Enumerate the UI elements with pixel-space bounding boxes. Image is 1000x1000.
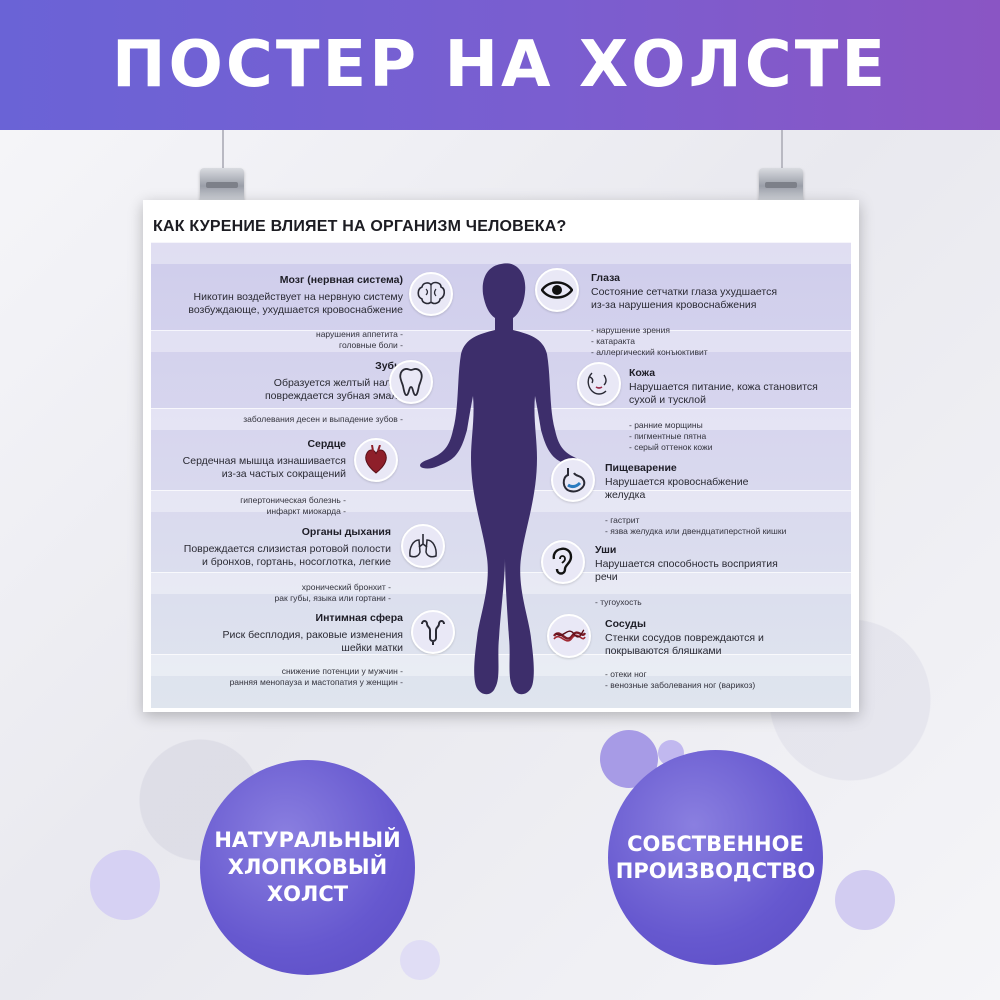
consequence: - аллергический конъюктивит: [591, 347, 708, 357]
section-vessels: Сосуды Стенки сосудов повреждаются и пок…: [605, 618, 855, 691]
eye-icon: [535, 268, 579, 312]
row-band: [151, 242, 851, 264]
section-desc: речи: [595, 570, 618, 583]
clip-icon: [759, 168, 803, 204]
section-title: Глаза: [591, 272, 620, 284]
section-desc: из-за нарушения кровоснабжения: [591, 298, 757, 311]
section-brain: Мозг (нервная система) Никотин воздейств…: [151, 274, 403, 351]
consequence: - нарушение зрения: [591, 325, 670, 335]
section-desc: из-за частых сокращений: [221, 467, 346, 480]
badge-line: СОБСТВЕННОЕ: [627, 831, 804, 856]
section-desc: Стенки сосудов повреждаются и: [605, 632, 764, 644]
badge-line: НАТУРАЛЬНЫЙ: [214, 828, 401, 852]
poster-title: КАК КУРЕНИЕ ВЛИЯЕТ НА ОРГАНИЗМ ЧЕЛОВЕКА?: [153, 218, 567, 235]
section-title: Сосуды: [605, 618, 646, 630]
section-title: Пищеварение: [605, 462, 677, 474]
section-desc: и бронхов, гортань, носоглотка, легкие: [201, 555, 391, 568]
section-title: Уши: [595, 544, 617, 556]
decor-circle: [835, 870, 895, 930]
section-eyes: Глаза Состояние сетчатки глаза ухудшаетс…: [591, 272, 851, 358]
section-desc: Никотин воздействует на нервную систему: [193, 291, 403, 303]
vessels-icon: [547, 614, 591, 658]
badge-natural-canvas: НАТУРАЛЬНЫЙ ХЛОПКОВЫЙ ХОЛСТ: [200, 760, 415, 975]
banner: ПОСТЕР НА ХОЛСТЕ: [0, 0, 1000, 130]
section-digestion: Пищеварение Нарушается кровоснабжение же…: [605, 462, 855, 537]
consequence: заболевания десен и выпадение зубов -: [243, 414, 403, 424]
section-title: Интимная сфера: [315, 612, 403, 624]
consequence: - язва желудка или двендцатиперстной киш…: [605, 526, 787, 536]
ear-icon: [541, 540, 585, 584]
decor-circle: [400, 940, 440, 980]
heart-icon: [354, 438, 398, 482]
skin-icon: [577, 362, 621, 406]
consequence: - тугоухость: [595, 597, 642, 607]
section-teeth: Зубы Образуется желтый налет, повреждает…: [151, 360, 403, 425]
stomach-icon: [551, 458, 595, 502]
poster: КАК КУРЕНИЕ ВЛИЯЕТ НА ОРГАНИЗМ ЧЕЛОВЕКА?…: [143, 200, 859, 712]
section-ears: Уши Нарушается способность восприятия ре…: [595, 544, 845, 608]
consequence: гипертоническая болезнь -: [240, 495, 346, 505]
section-desc: Сердечная мышца изнашивается: [182, 455, 346, 467]
brain-icon: [409, 272, 453, 316]
consequence: - венозные заболевания ног (варикоз): [605, 680, 756, 690]
hanging-wire-right: [781, 130, 783, 170]
section-title: Сердце: [307, 438, 346, 450]
consequence: инфаркт миокарда -: [266, 506, 346, 516]
hanging-wire-left: [222, 130, 224, 170]
banner-title: ПОСТЕР НА ХОЛСТЕ: [111, 28, 889, 102]
consequence: - гастрит: [605, 515, 640, 525]
consequence: головные боли -: [339, 340, 403, 350]
poster-body: Мозг (нервная система) Никотин воздейств…: [151, 242, 851, 708]
consequence: нарушения аппетита -: [316, 329, 403, 339]
clip-icon: [200, 168, 244, 204]
consequence: - ранние морщины: [629, 420, 703, 430]
consequence: хронический бронхит -: [301, 582, 391, 592]
section-desc: шейки матки: [341, 641, 403, 654]
consequence: ранняя менопауза и мастопатия у женщин -: [229, 677, 403, 687]
consequence: - отеки ног: [605, 669, 647, 679]
section-desc: сухой и тусклой: [629, 393, 707, 406]
section-desc: Состояние сетчатки глаза ухудшается: [591, 286, 778, 298]
section-heart: Сердце Сердечная мышца изнашивается из-з…: [151, 438, 346, 517]
consequence: - катаракта: [591, 336, 635, 346]
section-desc: Нарушается питание, кожа становится: [629, 381, 818, 393]
section-lungs: Органы дыхания Повреждается слизистая ро…: [151, 526, 391, 604]
section-desc: покрываются бляшками: [605, 644, 722, 657]
consequence: рак губы, языка или гортани -: [274, 593, 391, 603]
section-title: Органы дыхания: [301, 526, 391, 538]
section-skin: Кожа Нарушается питание, кожа становится…: [629, 367, 851, 453]
decor-circle: [90, 850, 160, 920]
uterus-icon: [411, 610, 455, 654]
row-band: [151, 654, 851, 676]
consequence: снижение потенции у мужчин -: [281, 666, 403, 676]
badge-line: ПРОИЗВОДСТВО: [615, 858, 816, 883]
section-desc: Нарушается кровоснабжение: [605, 476, 749, 488]
section-title: Кожа: [629, 367, 656, 379]
badge-own-production: СОБСТВЕННОЕ ПРОИЗВОДСТВО: [608, 750, 823, 965]
consequence: - пигментные пятна: [629, 431, 707, 441]
section-desc: возбуждающе, ухудшается кровоснабжение: [188, 303, 403, 316]
section-desc: Повреждается слизистая ротовой полости: [183, 543, 391, 555]
tooth-icon: [389, 360, 433, 404]
badge-line: ХЛОПКОВЫЙ: [227, 855, 388, 879]
section-desc: желудка: [605, 488, 646, 501]
section-desc: Образуется желтый налет,: [273, 377, 403, 389]
section-desc: Нарушается способность восприятия: [595, 558, 778, 570]
human-silhouette: [420, 263, 588, 695]
section-desc: повреждается зубная эмаль: [264, 389, 403, 402]
section-desc: Риск бесплодия, раковые изменения: [222, 629, 403, 641]
section-title: Мозг (нервная система): [279, 274, 403, 286]
badge-line: ХОЛСТ: [266, 882, 349, 906]
section-intimate: Интимная сфера Риск бесплодия, раковые и…: [151, 612, 403, 688]
lungs-icon: [401, 524, 445, 568]
consequence: - серый оттенок кожи: [629, 442, 713, 452]
section-title: Зубы: [375, 360, 403, 372]
